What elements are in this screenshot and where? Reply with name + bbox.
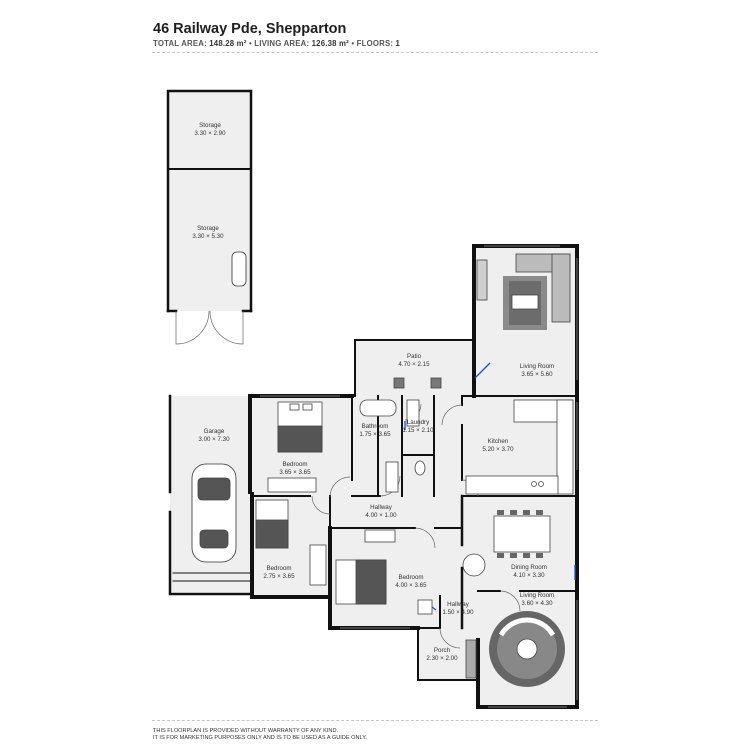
room-size-bedroom-2: 2.75 × 3.65: [263, 573, 295, 580]
room-size-storage-bottom: 3.30 × 5.30: [192, 233, 224, 240]
room-size-storage-top: 3.30 × 2.90: [194, 130, 226, 137]
room-name-bedroom-3: Bedroom: [398, 574, 423, 581]
header-divider: [152, 52, 598, 53]
room-size-bathroom: 1.75 × 3.65: [359, 431, 391, 438]
room-size-patio: 4.70 × 2.15: [398, 361, 430, 368]
furniture: [191, 251, 574, 687]
room-name-bedroom-2: Bedroom: [266, 565, 291, 572]
room-name-storage-bottom: Storage: [197, 225, 219, 232]
room-name-bedroom-1: Bedroom: [282, 461, 307, 468]
room-name-laundry: Laundry: [407, 419, 430, 426]
room-name-dining: Dining Room: [511, 564, 547, 571]
room-size-bedroom-3: 4.00 × 3.65: [395, 582, 427, 589]
room-name-living-top: Living Room: [520, 363, 554, 370]
room-size-hallway-main: 4.00 × 1.00: [365, 512, 397, 519]
page-title: 46 Railway Pde, Shepparton: [153, 21, 347, 37]
footer-divider: [152, 720, 598, 721]
room-name-living-bottom: Living Room: [520, 592, 554, 599]
disclaimer: THIS FLOORPLAN IS PROVIDED WITHOUT WARRA…: [153, 728, 367, 741]
separator: •: [248, 39, 252, 48]
room-labels: Storage 3.30 × 2.90 Storage 3.30 × 5.30 …: [192, 122, 554, 662]
windows: [260, 245, 578, 708]
room-size-living-bottom: 3.60 × 4.30: [521, 600, 553, 607]
room-name-hallway-small: Hallway: [447, 601, 470, 608]
disclaimer-line-1: THIS FLOORPLAN IS PROVIDED WITHOUT WARRA…: [153, 728, 339, 734]
floors-value: 1: [395, 39, 401, 48]
living-area-value: 126.38 m²: [311, 39, 349, 48]
room-size-living-top: 3.65 × 5.60: [521, 371, 553, 378]
room-size-laundry: 1.15 × 2.10: [402, 427, 434, 434]
room-size-bedroom-1: 3.65 × 3.65: [279, 469, 311, 476]
room-size-porch: 2.30 × 2.00: [426, 655, 458, 662]
floors-label: FLOORS:: [356, 39, 394, 48]
living-area-label: LIVING AREA:: [254, 39, 310, 48]
room-size-kitchen: 5.20 × 3.70: [482, 446, 514, 453]
area-summary: TOTAL AREA: 148.28 m² • LIVING AREA: 126…: [153, 39, 400, 48]
room-name-hallway-main: Hallway: [370, 504, 393, 511]
room-name-porch: Porch: [434, 647, 451, 654]
disclaimer-line-2: IT IS FOR MARKETING PURPOSES ONLY AND IS…: [153, 734, 367, 741]
total-area-label: TOTAL AREA:: [153, 39, 207, 48]
room-name-patio: Patio: [407, 353, 422, 360]
room-name-bathroom: Bathroom: [362, 423, 389, 430]
room-name-storage-top: Storage: [199, 122, 221, 129]
room-name-kitchen: Kitchen: [488, 438, 509, 445]
room-name-garage: Garage: [204, 428, 225, 435]
room-size-hallway-small: 1.50 × 4.90: [442, 609, 474, 616]
total-area-value: 148.28 m²: [209, 39, 247, 48]
room-size-dining: 4.10 × 3.30: [513, 572, 545, 579]
separator: •: [351, 39, 355, 48]
room-size-garage: 3.00 × 7.30: [198, 436, 230, 443]
